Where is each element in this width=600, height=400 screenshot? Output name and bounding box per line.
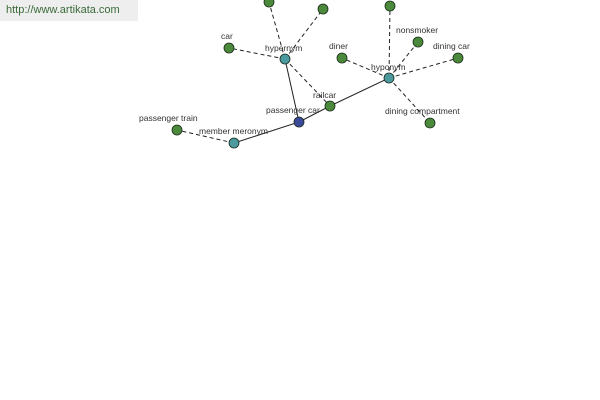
- node-passenger-car[interactable]: passenger car: [266, 105, 320, 128]
- node-railcar[interactable]: railcar: [313, 90, 336, 112]
- edge-hyponym-to-dining-compartment: [388, 77, 431, 124]
- node-dining-car[interactable]: dining car: [433, 41, 470, 64]
- node-hypernym-top-1[interactable]: [263, 0, 275, 8]
- node-dot-nonsmoker[interactable]: [412, 36, 424, 48]
- node-label-diner: diner: [329, 41, 348, 51]
- node-label-railcar: railcar: [313, 90, 336, 100]
- source-url-banner[interactable]: http://www.artikata.com: [0, 0, 138, 21]
- node-label-hyponym: hyponym: [371, 62, 406, 72]
- edge-passenger-car-to-hypernym: [284, 58, 300, 123]
- node-dot-hyponym[interactable]: [383, 72, 395, 84]
- node-label-member-meronym: member meronym: [199, 126, 268, 136]
- node-car[interactable]: car: [221, 31, 235, 54]
- node-label-car: car: [221, 31, 233, 41]
- node-dot-dining-car[interactable]: [452, 52, 464, 64]
- edge-railcar-to-hyponym: [329, 77, 390, 107]
- edge-hyponym-to-dining-car: [388, 57, 459, 79]
- node-label-nonsmoker: nonsmoker: [396, 25, 438, 35]
- node-hypernym[interactable]: hypernym: [265, 43, 302, 65]
- node-passenger-train[interactable]: passenger train: [139, 113, 198, 136]
- edges-layer: [176, 1, 459, 144]
- node-dot-passenger-car[interactable]: [293, 116, 305, 128]
- node-dot-dining-compartment[interactable]: [424, 117, 436, 129]
- edge-member-meronym-to-passenger-train: [176, 129, 235, 144]
- node-member-meronym[interactable]: member meronym: [199, 126, 268, 149]
- node-dot-hypernym-top-1[interactable]: [263, 0, 275, 8]
- node-dot-diner[interactable]: [336, 52, 348, 64]
- edge-passenger-car-to-member-meronym: [233, 121, 300, 144]
- node-label-hypernym: hypernym: [265, 43, 302, 53]
- edge-hypernym-to-railcar: [284, 58, 331, 107]
- edge-passenger-car-to-railcar: [298, 105, 331, 123]
- node-label-passenger-train: passenger train: [139, 113, 198, 123]
- edge-hypernym-to-hypernym-top-1: [268, 1, 286, 60]
- node-hyponym-top[interactable]: [384, 0, 396, 12]
- node-dot-hypernym[interactable]: [279, 53, 291, 65]
- edge-hypernym-to-hypernym-top-2: [284, 8, 324, 60]
- nodes-layer: passenger car hypernym hyponym member meron…: [139, 0, 470, 149]
- edge-hyponym-to-diner: [341, 57, 390, 79]
- node-hyponym[interactable]: hyponym: [371, 62, 406, 84]
- node-dot-car[interactable]: [223, 42, 235, 54]
- node-label-dining-compartment: dining compartment: [385, 106, 460, 116]
- node-label-dining-car: dining car: [433, 41, 470, 51]
- node-label-passenger-car: passenger car: [266, 105, 320, 115]
- node-hypernym-top-2[interactable]: [317, 3, 329, 15]
- node-diner[interactable]: diner: [329, 41, 348, 64]
- node-dot-hypernym-top-2[interactable]: [317, 3, 329, 15]
- node-dining-compartment[interactable]: dining compartment: [385, 106, 460, 129]
- node-nonsmoker[interactable]: nonsmoker: [396, 25, 438, 48]
- node-dot-passenger-train[interactable]: [171, 124, 183, 136]
- node-dot-hyponym-top[interactable]: [384, 0, 396, 12]
- edge-hyponym-to-nonsmoker: [388, 41, 419, 79]
- node-dot-member-meronym[interactable]: [228, 137, 240, 149]
- edge-hyponym-to-hyponym-top: [388, 5, 391, 79]
- edge-hypernym-to-car: [228, 47, 286, 60]
- node-dot-railcar[interactable]: [324, 100, 336, 112]
